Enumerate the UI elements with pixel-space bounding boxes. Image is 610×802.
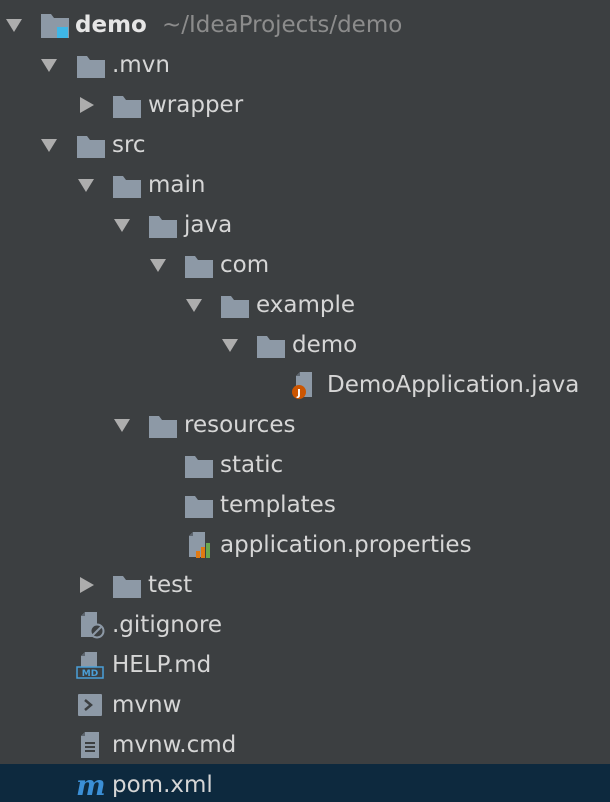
maven-badge-letter: m	[76, 769, 106, 802]
tree-item-label: example	[256, 292, 355, 318]
ignore-file-icon	[81, 612, 105, 639]
md-badge-text: MD	[82, 669, 98, 679]
tree-row-demo-root[interactable]: demo ~/IdeaProjects/demo	[0, 4, 610, 44]
tree-item-label: static	[220, 452, 284, 478]
maven-file-icon: m	[76, 769, 106, 802]
tree-item-label: test	[148, 572, 193, 598]
folder-icon	[185, 496, 213, 518]
folder-icon	[257, 336, 285, 358]
tree-item-label: src	[112, 132, 146, 158]
tree-row-demo-application[interactable]: J DemoApplication.java	[0, 364, 610, 404]
tree-item-label: demo	[292, 332, 358, 358]
chevron-down-icon[interactable]	[40, 57, 58, 73]
folder-icon	[113, 96, 141, 118]
tree-row-mvnw[interactable]: mvnw	[0, 684, 610, 724]
tree-item-label: templates	[220, 492, 336, 518]
chevron-right-icon[interactable]	[77, 97, 95, 113]
tree-item-label: main	[148, 172, 206, 198]
chevron-down-icon[interactable]	[149, 257, 167, 273]
tree-row-help-md[interactable]: MD HELP.md	[0, 644, 610, 684]
tree-row-static[interactable]: static	[0, 444, 610, 484]
tree-row-application-properties[interactable]: application.properties	[0, 524, 610, 564]
tree-row-java[interactable]: java	[0, 204, 610, 244]
folder-icon	[149, 216, 177, 238]
chevron-down-icon[interactable]	[40, 137, 58, 153]
folder-icon	[221, 296, 249, 318]
tree-row-templates[interactable]: templates	[0, 484, 610, 524]
tree-row-mvnw-cmd[interactable]: mvnw.cmd	[0, 724, 610, 764]
tree-item-label: mvnw	[112, 692, 182, 718]
tree-item-label: resources	[184, 412, 296, 438]
tree-row-demo-package[interactable]: demo	[0, 324, 610, 364]
shell-script-icon	[78, 694, 102, 716]
tree-row-mvn[interactable]: .mvn	[0, 44, 610, 84]
folder-icon	[77, 136, 105, 158]
tree-item-label: application.properties	[220, 532, 472, 558]
folder-icon	[113, 576, 141, 598]
project-path: ~/IdeaProjects/demo	[162, 12, 403, 38]
tree-item-label: DemoApplication.java	[327, 372, 580, 398]
markdown-file-icon: MD	[76, 652, 104, 679]
tree-item-label: java	[184, 212, 233, 238]
folder-icon	[113, 176, 141, 198]
tree-row-example[interactable]: example	[0, 284, 610, 324]
chevron-down-icon[interactable]	[221, 337, 239, 353]
tree-row-main[interactable]: main	[0, 164, 610, 204]
tree-row-pom-xml[interactable]: m pom.xml	[0, 764, 610, 802]
tree-row-resources[interactable]: resources	[0, 404, 610, 444]
java-class-file-icon: J	[292, 372, 312, 399]
properties-file-icon	[189, 532, 210, 558]
tree-item-label: pom.xml	[112, 772, 213, 798]
folder-icon	[149, 416, 177, 438]
tree-item-label: wrapper	[148, 92, 244, 118]
chevron-down-icon[interactable]	[5, 17, 23, 33]
text-file-icon	[81, 732, 99, 758]
project-name: demo	[75, 12, 147, 38]
tree-row-src[interactable]: src	[0, 124, 610, 164]
tree-item-label: mvnw.cmd	[112, 732, 237, 758]
tree-row-wrapper[interactable]: wrapper	[0, 84, 610, 124]
tree-item-label: .mvn	[112, 52, 170, 78]
tree-row-gitignore[interactable]: .gitignore	[0, 604, 610, 644]
chevron-down-icon[interactable]	[113, 417, 131, 433]
chevron-down-icon[interactable]	[185, 297, 203, 313]
tree-row-test[interactable]: test	[0, 564, 610, 604]
chevron-down-icon[interactable]	[113, 217, 131, 233]
folder-icon	[185, 256, 213, 278]
chevron-right-icon[interactable]	[77, 577, 95, 593]
java-badge-letter: J	[296, 388, 301, 399]
tree-row-com[interactable]: com	[0, 244, 610, 284]
module-folder-icon	[41, 14, 69, 38]
folder-icon	[185, 456, 213, 478]
tree-item-label: com	[220, 252, 270, 278]
folder-icon	[77, 56, 105, 78]
chevron-down-icon[interactable]	[77, 177, 95, 193]
tree-item-label: HELP.md	[112, 652, 212, 678]
tree-item-label: .gitignore	[112, 612, 223, 638]
